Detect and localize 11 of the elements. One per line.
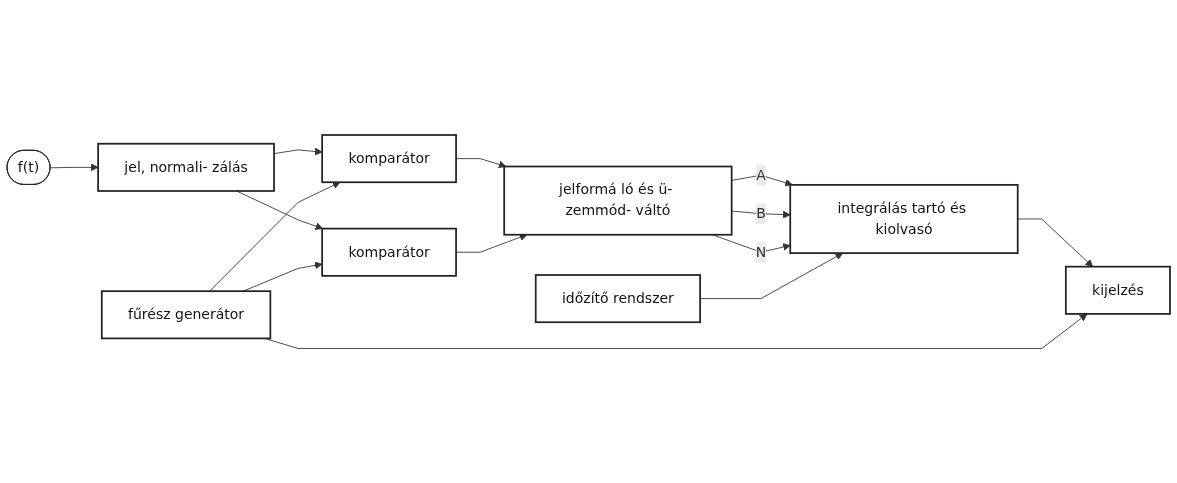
node-box: időzítő rendszer <box>534 273 701 323</box>
node-box: fűrész generátor <box>100 290 272 340</box>
edge-label: N <box>755 243 767 260</box>
node-box: jelformá ló és ü- zemmód- váltó <box>503 165 733 236</box>
node-box: jel, normali- zálás <box>97 142 275 192</box>
edge-label: B <box>756 204 766 222</box>
node-box: komparátor <box>321 133 457 183</box>
edge-label: A <box>756 166 766 183</box>
node-box: integrálás tartó és kiolvasó <box>789 183 1019 254</box>
node-box: komparátor <box>321 227 457 277</box>
node-box: kijelzés <box>1064 265 1171 315</box>
